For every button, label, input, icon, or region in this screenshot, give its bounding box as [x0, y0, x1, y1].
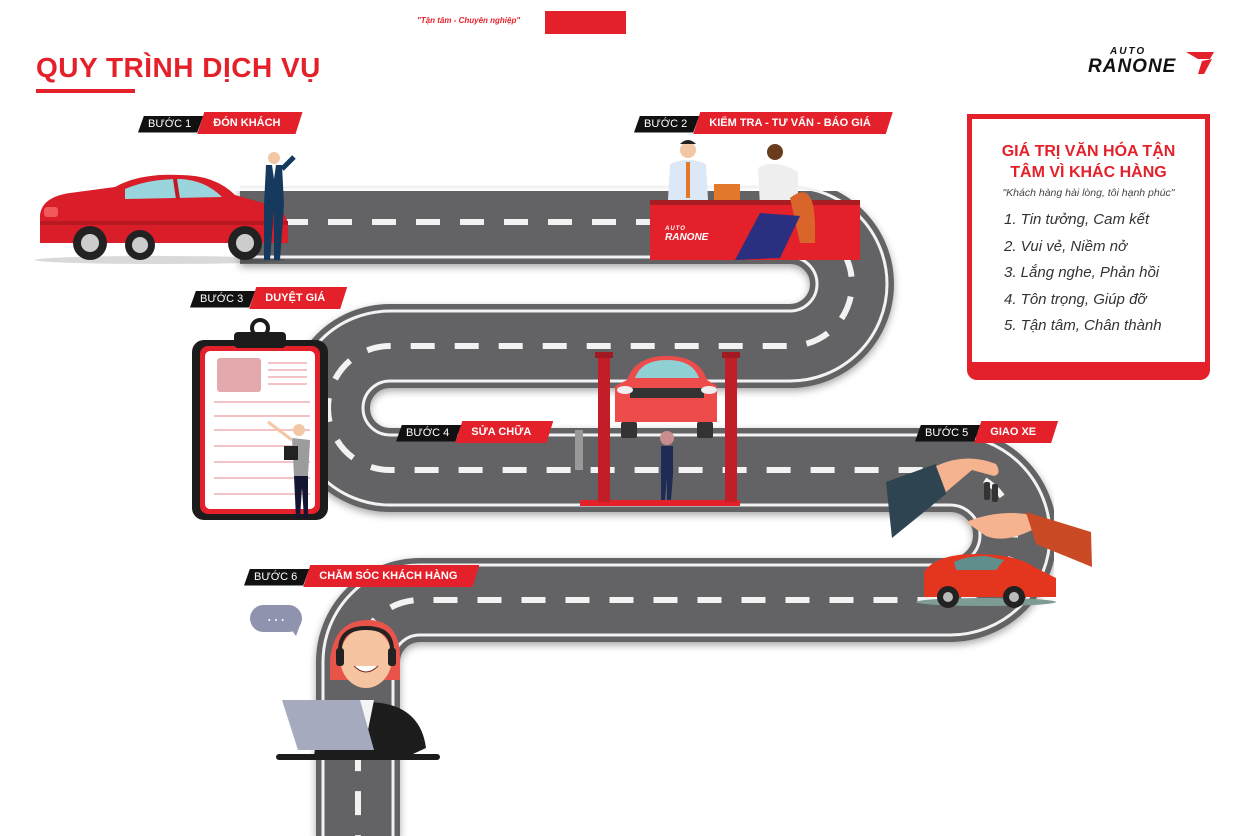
step-6-number: BƯỚC 6	[244, 569, 309, 586]
step-4-badge: BƯỚC 4 SỬA CHỮA	[396, 421, 553, 443]
desk-logo-top: AUTO	[665, 226, 686, 232]
values-list: 1. Tin tưởng, Cam kết 2. Vui vẻ, Niềm nở…	[972, 207, 1205, 340]
step-4-number: BƯỚC 4	[396, 425, 461, 442]
red-sedan-illustration	[35, 152, 296, 264]
page-title: QUY TRÌNH DỊCH VỤ	[36, 52, 321, 83]
values-item: 5. Tận tâm, Chân thành	[1004, 317, 1162, 334]
step-5-number: BƯỚC 5	[915, 425, 980, 442]
step-5-label: GIAO XE	[974, 421, 1058, 443]
values-title-line1: GIÁ TRỊ VĂN HÓA TẬN	[1001, 143, 1176, 160]
step-6-label: CHĂM SÓC KHÁCH HÀNG	[303, 565, 479, 587]
step-5-badge: BƯỚC 5 GIAO XE	[915, 421, 1058, 443]
step-1-number: BƯỚC 1	[138, 116, 203, 133]
tagline-red-bar	[545, 11, 626, 34]
step-1-badge: BƯỚC 1 ĐÓN KHÁCH	[138, 112, 303, 134]
step-6-badge: BƯỚC 6 CHĂM SÓC KHÁCH HÀNG	[244, 565, 479, 587]
values-title: GIÁ TRỊ VĂN HÓA TẬN TÂM VÌ KHÁC HÀNG	[972, 141, 1205, 183]
desk-logo-main: RANONE	[665, 232, 709, 243]
clipboard-quote-illustration	[192, 318, 328, 520]
title-underline	[36, 89, 135, 93]
values-subtitle: "Khách hàng hài lòng, tôi hạnh phúc"	[1002, 187, 1175, 199]
step-2-badge: BƯỚC 2 KIỂM TRA - TƯ VẤN - BÁO GIÁ	[634, 112, 893, 134]
step-3-label: DUYỆT GIÁ	[249, 287, 347, 309]
values-box: GIÁ TRỊ VĂN HÓA TẬN TÂM VÌ KHÁC HÀNG "Kh…	[967, 114, 1210, 380]
step-2-label: KIỂM TRA - TƯ VẤN - BÁO GIÁ	[693, 112, 893, 134]
step-3-badge: BƯỚC 3 DUYỆT GIÁ	[190, 287, 347, 309]
speech-bubble-text: . . .	[267, 610, 285, 624]
brand-logo: AUTO RANONE	[1088, 46, 1218, 82]
step-4-label: SỬA CHỮA	[455, 421, 553, 443]
consultation-desk-illustration	[650, 140, 860, 260]
desk-logo: AUTO RANONE	[665, 226, 708, 243]
tagline: "Tận tâm - Chuyên nghiệp"	[417, 16, 521, 25]
step-2-number: BƯỚC 2	[634, 116, 699, 133]
values-item: 3. Lắng nghe, Phản hồi	[1004, 264, 1160, 281]
values-item: 1. Tin tưởng, Cam kết	[1004, 211, 1150, 228]
values-item: 2. Vui vẻ, Niềm nở	[1004, 237, 1128, 255]
values-title-line2: TÂM VÌ KHÁC HÀNG	[1010, 164, 1167, 181]
brand-logo-top: AUTO	[1110, 46, 1147, 57]
values-item: 4. Tôn trọng, Giúp đỡ	[1004, 290, 1147, 308]
car-lift-mechanic-illustration	[575, 352, 740, 506]
support-agent-illustration	[276, 620, 440, 760]
step-3-number: BƯỚC 3	[190, 291, 255, 308]
key-handover-illustration	[886, 458, 1092, 608]
step-1-label: ĐÓN KHÁCH	[197, 112, 302, 134]
brand-flag-icon	[1186, 52, 1214, 74]
brand-logo-main: RANONE	[1088, 56, 1177, 77]
